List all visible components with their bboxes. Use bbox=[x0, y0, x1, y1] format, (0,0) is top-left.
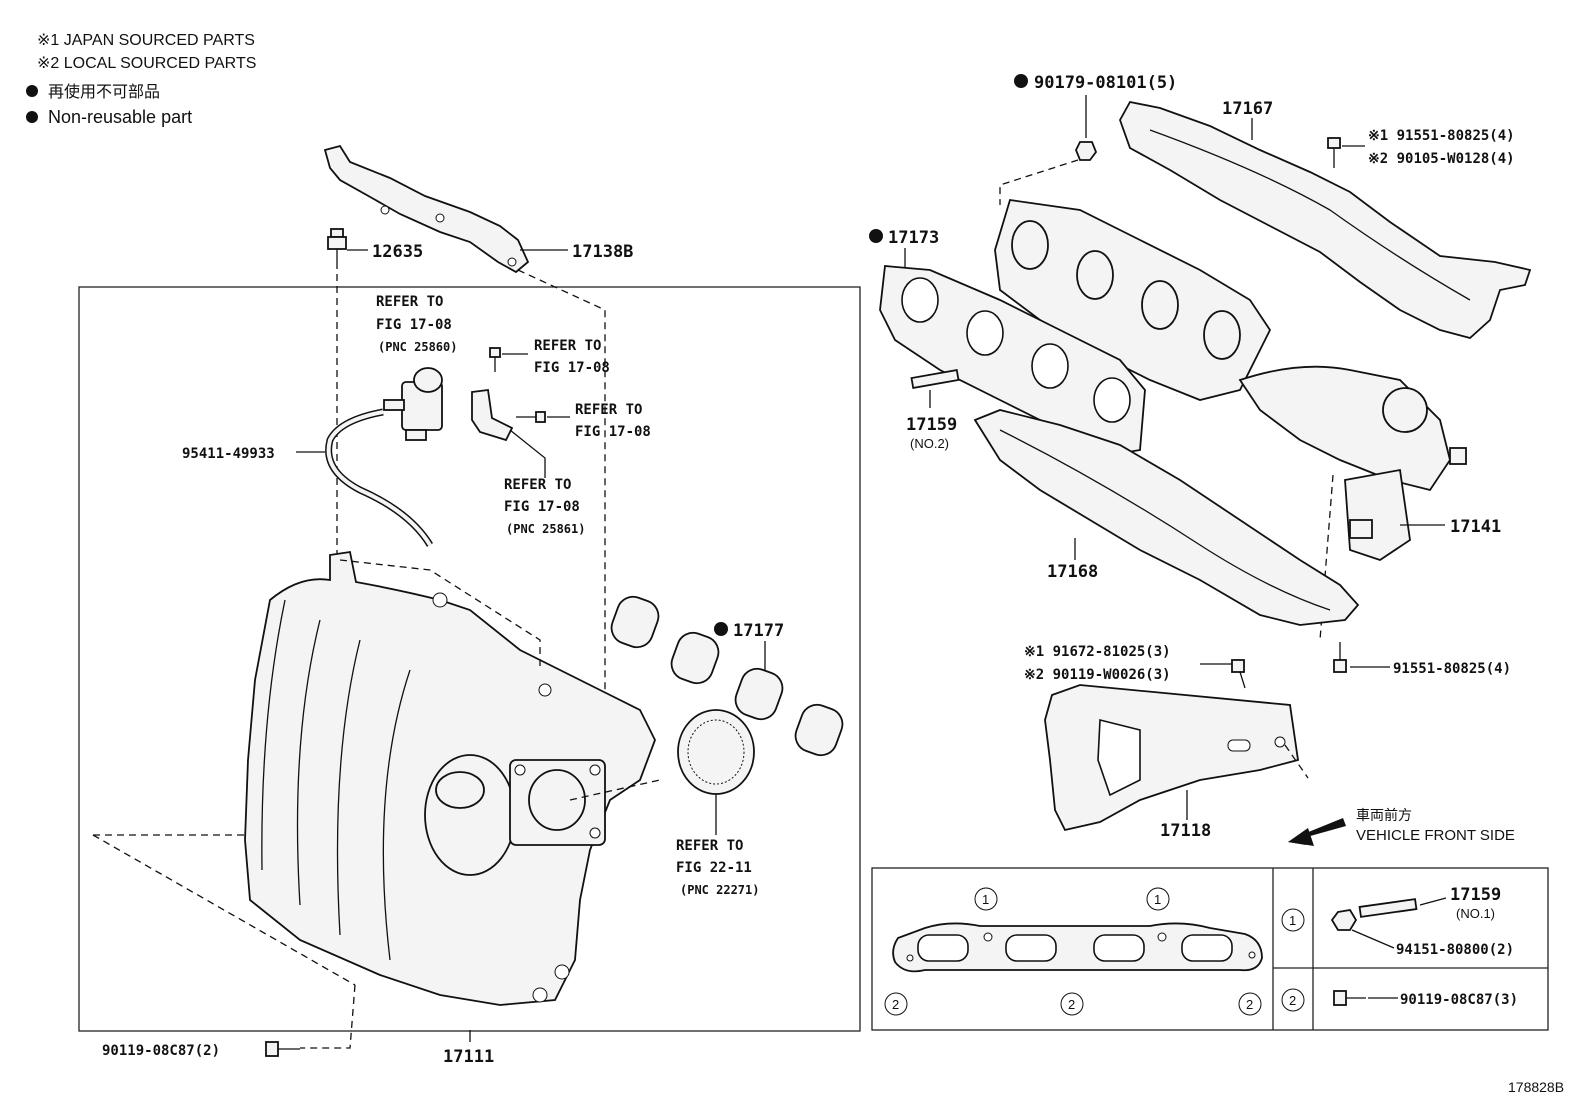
svg-text:1: 1 bbox=[982, 892, 989, 907]
refer-d-line3: (PNC 25861) bbox=[506, 522, 585, 536]
bolt-icon bbox=[265, 1041, 300, 1057]
stud-icon bbox=[910, 369, 960, 389]
label-17159-no2: 17159 bbox=[906, 415, 957, 435]
label-12635: 12635 bbox=[372, 242, 423, 262]
label-91672: ※1 91672-81025(3) bbox=[1024, 644, 1171, 660]
front-jp: 車両前方 bbox=[1356, 807, 1412, 823]
bullet-icon bbox=[714, 622, 728, 636]
svg-text:2: 2 bbox=[892, 997, 899, 1012]
bolt-icon bbox=[1333, 990, 1366, 1006]
label-17138b: 17138B bbox=[572, 242, 633, 262]
heat-insulator-17167-shape bbox=[1119, 100, 1532, 339]
bullet-icon bbox=[1014, 74, 1028, 88]
refer-a-line3: (PNC 25860) bbox=[378, 340, 457, 354]
refer-a-line2: FIG 17-08 bbox=[376, 317, 452, 333]
legend: ※1 JAPAN SOURCED PARTS ※2 LOCAL SOURCED … bbox=[26, 32, 256, 127]
label-90179-08101: 90179-08101(5) bbox=[1034, 73, 1177, 93]
label-17167: 17167 bbox=[1222, 99, 1273, 119]
refer-e-line1: REFER TO bbox=[676, 838, 743, 854]
refer-b-line2: FIG 17-08 bbox=[534, 360, 610, 376]
gasket-17177-shape bbox=[610, 595, 844, 757]
label-95411-49933: 95411-49933 bbox=[182, 446, 275, 462]
svg-text:2: 2 bbox=[1289, 993, 1296, 1008]
svg-text:2: 2 bbox=[1246, 997, 1253, 1012]
bullet-icon bbox=[869, 229, 883, 243]
label-91551-a: ※1 91551-80825(4) bbox=[1368, 128, 1515, 144]
circle-2-marker: 2 bbox=[1060, 992, 1084, 1016]
refer-e-line2: FIG 22-11 bbox=[676, 860, 752, 876]
refer-c-line1: REFER TO bbox=[575, 402, 642, 418]
gasket-17173-shape bbox=[879, 265, 1146, 456]
legend-local: ※2 LOCAL SOURCED PARTS bbox=[37, 55, 256, 72]
label-17159-no2-sub: (NO.2) bbox=[910, 436, 949, 451]
label-17141: 17141 bbox=[1450, 517, 1501, 537]
bolt-12635-icon bbox=[327, 228, 347, 262]
exhaust-manifold-shape bbox=[994, 198, 1467, 561]
label-91551-b: 91551-80825(4) bbox=[1393, 661, 1511, 677]
vsv-valve-icon bbox=[383, 367, 443, 441]
circle-1-marker: ① 1 bbox=[974, 887, 998, 911]
bracket-17118-shape bbox=[1044, 684, 1300, 832]
legend-nonreuse-en: Non-reusable part bbox=[48, 107, 192, 127]
refer-d-line2: FIG 17-08 bbox=[504, 499, 580, 515]
label-90119-08c87-2: 90119-08C87(2) bbox=[102, 1043, 220, 1059]
bolt-icon bbox=[1231, 659, 1246, 689]
figure-id: 178828B bbox=[1508, 1079, 1564, 1095]
bolt-icon bbox=[1327, 137, 1341, 168]
front-en: VEHICLE FRONT SIDE bbox=[1356, 827, 1515, 844]
refer-c-line2: FIG 17-08 bbox=[575, 424, 651, 440]
label-17159-no1-sub: (NO.1) bbox=[1456, 906, 1495, 921]
bracket-17138b-shape bbox=[323, 144, 530, 274]
refer-b-line1: REFER TO bbox=[534, 338, 601, 354]
stud-icon bbox=[1358, 898, 1418, 918]
circle-2-marker: 2 bbox=[1281, 988, 1305, 1012]
refer-d-line1: REFER TO bbox=[504, 477, 571, 493]
heat-insulator-17168-shape bbox=[973, 409, 1360, 626]
label-17118: 17118 bbox=[1160, 821, 1211, 841]
label-90105: ※2 90105-W0128(4) bbox=[1368, 151, 1515, 167]
label-17173: 17173 bbox=[888, 228, 939, 248]
label-17168: 17168 bbox=[1047, 562, 1098, 582]
circle-2-marker: 2 bbox=[884, 992, 908, 1016]
legend-japan: ※1 JAPAN SOURCED PARTS bbox=[37, 32, 255, 49]
nut-icon bbox=[1075, 141, 1098, 161]
bullet-icon bbox=[26, 85, 38, 97]
bolt-icon bbox=[1333, 642, 1347, 673]
circle-2-marker: ② 2 bbox=[1238, 992, 1262, 1016]
nut-icon bbox=[1330, 909, 1358, 931]
label-90119-08c87-3: 90119-08C87(3) bbox=[1400, 992, 1518, 1008]
bullet-icon bbox=[26, 111, 38, 123]
svg-text:1: 1 bbox=[1154, 892, 1161, 907]
bolt-icon bbox=[516, 411, 546, 423]
svg-text:1: 1 bbox=[1289, 913, 1296, 928]
svg-text:2: 2 bbox=[1068, 997, 1075, 1012]
vsv-bracket-shape bbox=[471, 388, 514, 442]
vehicle-front-arrow-icon bbox=[1288, 818, 1346, 846]
label-94151: 94151-80800(2) bbox=[1396, 942, 1514, 958]
legend-nonreuse-jp: 再使用不可部品 bbox=[48, 83, 160, 101]
label-90119-w0026: ※2 90119-W0026(3) bbox=[1024, 667, 1171, 683]
refer-a-line1: REFER TO bbox=[376, 294, 443, 310]
label-17177: 17177 bbox=[733, 621, 784, 641]
label-17111: 17111 bbox=[443, 1047, 494, 1067]
intake-manifold-shape bbox=[244, 550, 656, 1006]
bolt-icon bbox=[489, 347, 501, 372]
detail-table-frame bbox=[871, 867, 1549, 1031]
label-17159-no1: 17159 bbox=[1450, 885, 1501, 905]
refer-e-line3: (PNC 22271) bbox=[680, 883, 759, 897]
circle-1-marker: 1 bbox=[1281, 908, 1305, 932]
circle-1-marker: 1 bbox=[1146, 887, 1170, 911]
throttle-gasket-shape bbox=[677, 709, 755, 795]
gasket-detail-shape bbox=[892, 922, 1263, 973]
